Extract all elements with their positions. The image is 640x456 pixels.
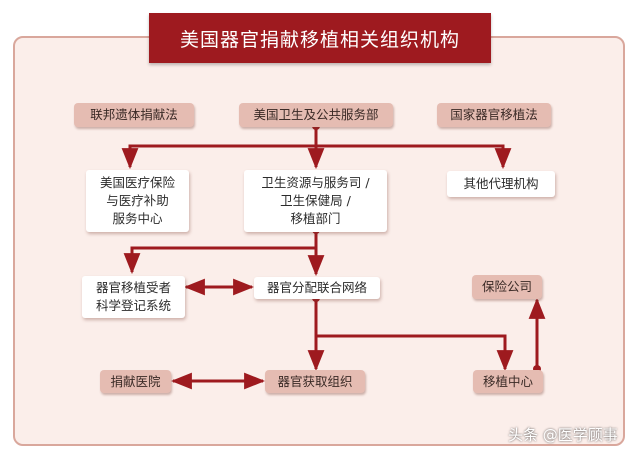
- node-federal-law: 联邦遗体捐献法: [74, 103, 194, 127]
- node-cms: 美国医疗保险 与医疗补助 服务中心: [86, 170, 189, 232]
- node-other-agencies: 其他代理机构: [447, 171, 555, 197]
- connector-to-other: [316, 144, 512, 170]
- node-hhs: 美国卫生及公共服务部: [239, 103, 393, 127]
- node-donor-hospital: 捐献医院: [100, 370, 171, 393]
- node-optn: 器官分配联合网络: [254, 277, 380, 299]
- node-national-law: 国家器官移植法: [437, 103, 551, 127]
- connector-optn-center: [316, 334, 514, 372]
- diagram-title: 美国器官捐献移植相关组织机构: [149, 13, 491, 63]
- node-insurance: 保险公司: [472, 275, 542, 299]
- node-transplant-center: 移植中心: [473, 370, 543, 393]
- node-opo: 器官获取组织: [265, 370, 365, 393]
- connector-to-cms: [121, 144, 316, 170]
- node-srtr: 器官移植受者 科学登记系统: [82, 276, 185, 318]
- watermark: 头条 @医学顾事: [508, 426, 618, 444]
- node-hrsa: 卫生资源与服务司 / 卫生保健局 / 移植部门: [244, 170, 387, 232]
- connector-hrsa-srtr: [123, 246, 316, 275]
